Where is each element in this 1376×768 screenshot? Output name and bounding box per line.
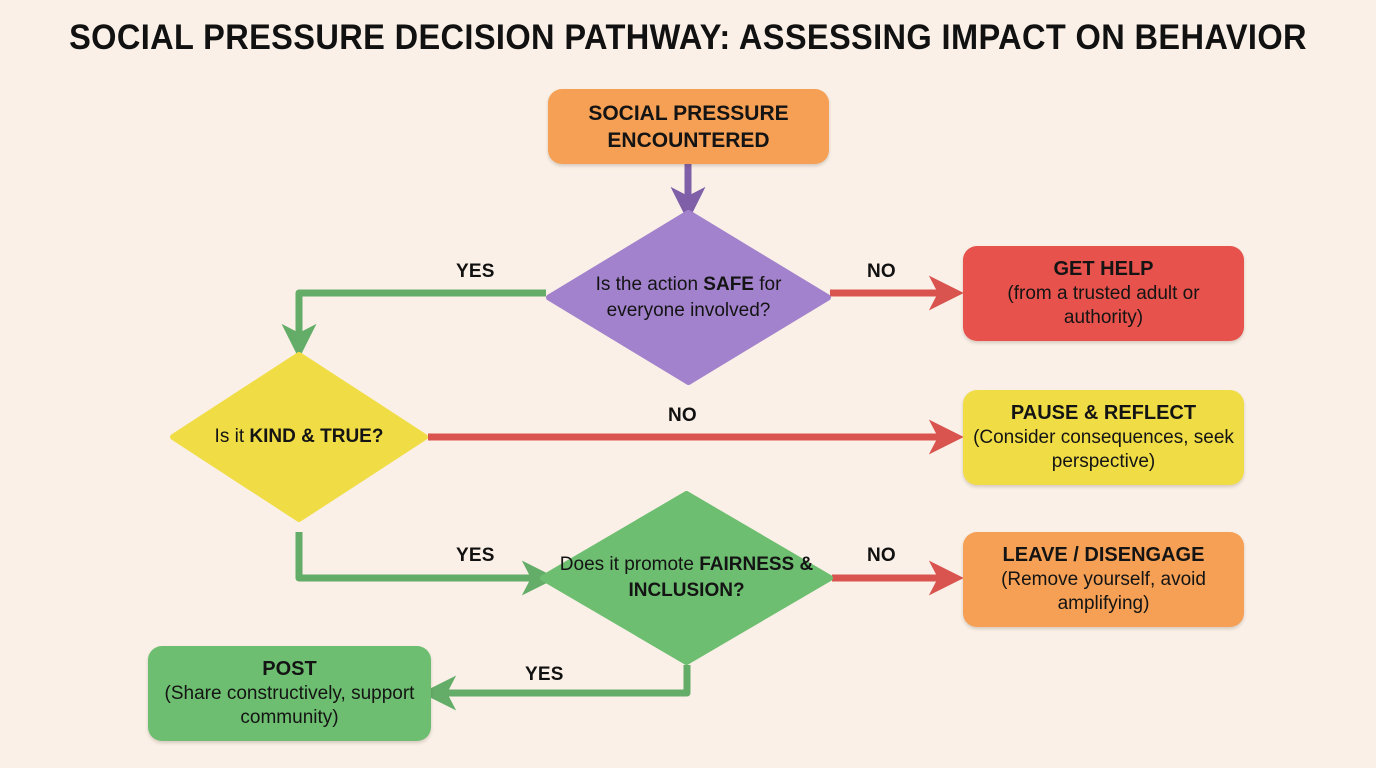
node-get-help[interactable]: GET HELP (from a trusted adult or author… [963,246,1244,341]
diamond-shape-purple [546,210,831,385]
node-social-pressure-encountered[interactable]: SOCIAL PRESSURE ENCOUNTERED [548,89,829,164]
edge-label-safe-yes: YES [456,261,495,282]
diamond-shape-yellow [170,352,428,522]
label-part-pre: Does it promote [559,554,700,575]
label-part-pre: Is the action [595,273,704,295]
node-subtitle: (Share constructively, support community… [164,683,415,728]
edge-label-safe-no: NO [867,261,896,282]
node-title: POST [262,658,317,680]
node-title: PAUSE & REFLECT [1010,402,1197,424]
node-title: GET HELP [1053,258,1154,280]
node-subtitle: (Consider consequences, seek perspective… [973,427,1234,472]
node-is-action-safe[interactable]: Is the action SAFE for everyone involved… [546,210,831,385]
label-part-bold: FAIRNESS & INCLUSION? [628,554,814,601]
node-does-it-promote-fairness-inclusion[interactable]: Does it promote FAIRNESS & INCLUSION? [540,491,833,665]
label-part-post: for everyone involved? [606,273,782,321]
edge-label-fair-yes: YES [525,664,564,685]
node-title: SOCIAL PRESSURE [588,101,789,125]
edge-kind-yes [295,532,557,596]
label-part-pre: Is it [214,426,250,447]
node-subtitle: ENCOUNTERED [607,128,770,152]
node-post[interactable]: POST (Share constructively, support comm… [148,646,431,741]
edge-safe-yes [281,289,546,359]
node-is-it-kind-and-true[interactable]: Is it KIND & TRUE? [170,352,428,522]
edge-label-kind-yes: YES [456,545,495,566]
label-part-bold: SAFE [703,273,754,295]
node-subtitle: (Remove yourself, avoid amplifying) [1001,569,1206,614]
node-subtitle: (from a trusted adult or authority) [1007,283,1200,328]
node-leave-disengage[interactable]: LEAVE / DISENGAGE (Remove yourself, avoi… [963,532,1244,627]
node-pause-and-reflect[interactable]: PAUSE & REFLECT (Consider consequences, … [963,390,1244,485]
node-label: Is the action SAFE for everyone involved… [546,210,831,385]
node-title: LEAVE / DISENGAGE [1002,544,1205,566]
diamond-shape-green [540,491,833,665]
node-label: Is it KIND & TRUE? [170,352,428,522]
edge-fair-yes [421,665,691,711]
page-title: SOCIAL PRESSURE DECISION PATHWAY: ASSESS… [69,18,1307,57]
label-part-bold: KIND & TRUE? [249,426,384,447]
edge-label-fair-no: NO [867,545,896,566]
node-label: Does it promote FAIRNESS & INCLUSION? [540,491,833,665]
edge-label-kind-no: NO [668,405,697,426]
